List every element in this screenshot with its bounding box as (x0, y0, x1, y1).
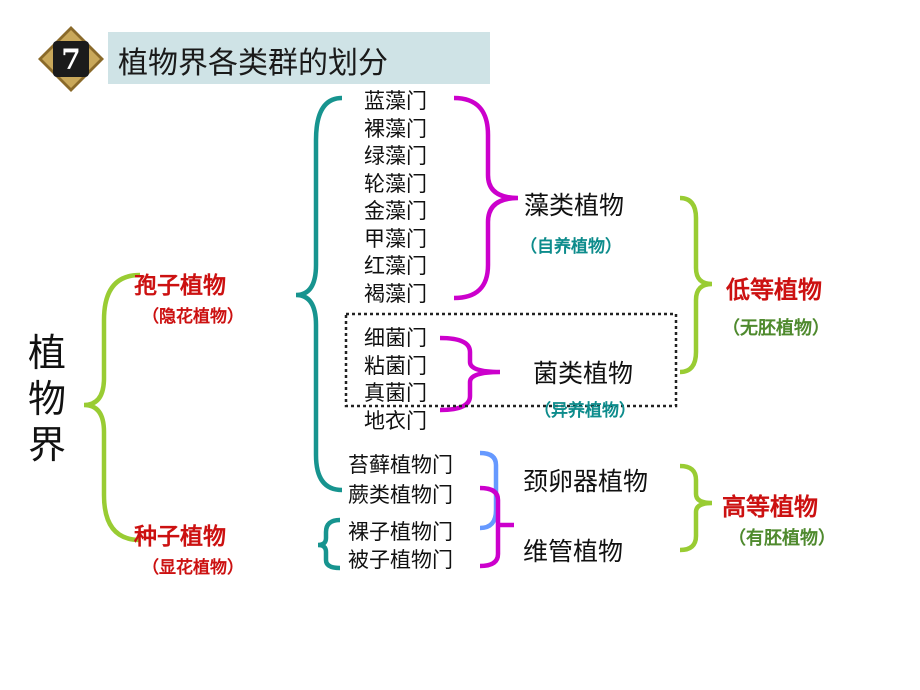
higher-plants-note: （有胚植物） (728, 528, 836, 549)
section-number: 7 (61, 43, 80, 76)
bryo-fern-list: 苔藓植物门 蕨类植物门 (348, 450, 453, 510)
lower-plants-note: （无胚植物） (722, 318, 830, 339)
list-item: 苔藓植物门 (348, 453, 453, 477)
seed-plants-note: （显花植物） (142, 558, 244, 578)
lower-plants-label: 低等植物 (726, 276, 822, 304)
list-item: 红藻门 (364, 254, 427, 278)
vascular-label: 维管植物 (523, 537, 624, 566)
fungi-phyla-list: 细菌门 粘菌门 真菌门 地衣门 (364, 325, 427, 435)
fungi-note: （异养植物） (534, 401, 636, 421)
spore-plants-label: 孢子植物 (134, 273, 226, 299)
algae-note: （自养植物） (520, 237, 622, 257)
list-item: 裸子植物门 (348, 520, 453, 544)
list-item: 金藻门 (364, 199, 427, 223)
lichen-item: 地衣门 (364, 408, 427, 433)
seed-phyla-list: 裸子植物门 被子植物门 (348, 518, 453, 574)
archegoniatae-label: 颈卵器植物 (523, 467, 649, 496)
algae-label: 藻类植物 (524, 191, 625, 220)
list-item: 褐藻门 (364, 281, 427, 306)
list-item: 粘菌门 (364, 353, 427, 378)
list-item: 蓝藻门 (364, 89, 427, 113)
list-item: 轮藻门 (364, 171, 427, 196)
higher-plants-label: 高等植物 (722, 493, 818, 521)
page-title: 植物界各类群的划分 (118, 46, 388, 81)
spore-plants-note: （隐花植物） (142, 307, 244, 327)
list-item: 蕨类植物门 (348, 483, 453, 507)
title-bar (108, 32, 490, 84)
section-number-badge: 7 (37, 25, 105, 93)
list-item: 裸藻门 (364, 116, 427, 141)
kingdom-label: 植物界 (28, 331, 67, 467)
list-item: 细菌门 (364, 326, 427, 350)
seed-plants-label: 种子植物 (134, 524, 226, 550)
fungi-label: 菌类植物 (533, 359, 634, 388)
algae-phyla-list: 蓝藻门 裸藻门 绿藻门 轮藻门 金藻门 甲藻门 红藻门 褐藻门 (364, 88, 427, 308)
list-item: 被子植物门 (348, 548, 453, 572)
list-item: 真菌门 (364, 381, 427, 405)
list-item: 绿藻门 (364, 144, 427, 168)
list-item: 甲藻门 (364, 226, 427, 251)
